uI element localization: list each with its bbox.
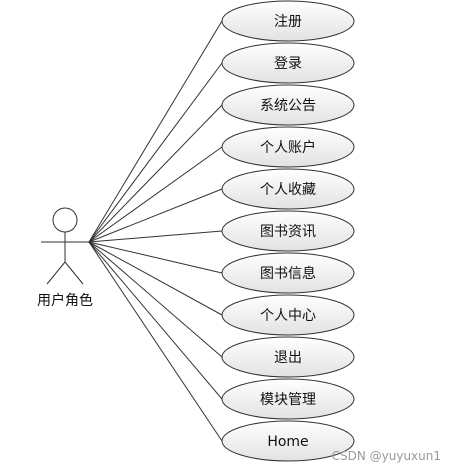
association-line xyxy=(88,146,223,243)
use-case-module-management: 模块管理 xyxy=(221,378,355,420)
use-case-system-notice: 系统公告 xyxy=(221,84,355,126)
use-case-register: 注册 xyxy=(221,0,355,42)
use-case-label: 图书资讯 xyxy=(260,224,316,240)
association-line xyxy=(88,104,223,243)
use-case-personal-favorites: 个人收藏 xyxy=(221,168,355,210)
use-case-ellipse xyxy=(221,0,355,42)
association-line xyxy=(88,241,223,400)
use-case-label: 注册 xyxy=(274,14,302,30)
use-case-ellipse xyxy=(221,294,355,336)
use-case-personal-account: 个人账户 xyxy=(221,126,355,168)
use-case-label: 模块管理 xyxy=(260,392,316,408)
actor-right-leg xyxy=(64,261,84,285)
use-case-ellipse xyxy=(221,126,355,168)
use-case-logout: 退出 xyxy=(221,336,355,378)
use-case-label: 个人中心 xyxy=(260,308,316,324)
use-case-ellipse xyxy=(221,168,355,210)
use-case-label: Home xyxy=(267,434,308,450)
association-line xyxy=(88,241,223,316)
use-case-book-info: 图书信息 xyxy=(221,252,355,294)
use-case-ellipse xyxy=(221,42,355,84)
actor-label: 用户角色 xyxy=(37,292,93,309)
use-case-ellipse xyxy=(221,420,355,462)
association-line xyxy=(88,230,223,243)
watermark: CSDN @yuyuxun1 xyxy=(331,449,441,463)
use-case-label: 图书信息 xyxy=(260,265,316,282)
use-case-ellipse xyxy=(221,84,355,126)
use-case-ellipse xyxy=(221,336,355,378)
actor: 用户角色 xyxy=(37,207,93,309)
association-line xyxy=(88,188,223,243)
association-line xyxy=(88,62,223,243)
use-case-label: 个人收藏 xyxy=(260,182,316,198)
use-case-label: 登录 xyxy=(274,56,302,72)
use-case-home: Home xyxy=(221,420,355,462)
use-case-login: 登录 xyxy=(221,42,355,84)
association-lines xyxy=(88,20,223,442)
association-line xyxy=(88,241,223,358)
association-line xyxy=(88,20,223,243)
use-case-ellipse xyxy=(221,210,355,252)
association-line xyxy=(88,241,223,274)
use-case-personal-center: 个人中心 xyxy=(221,294,355,336)
use-case-ellipse xyxy=(221,378,355,420)
use-case-ellipse xyxy=(221,252,355,294)
use-case-label: 个人账户 xyxy=(260,139,316,156)
actor-left-leg xyxy=(46,261,66,285)
use-case-label: 退出 xyxy=(274,350,302,366)
use-case-book-news: 图书资讯 xyxy=(221,210,355,252)
actor-head xyxy=(52,207,78,233)
association-line xyxy=(88,241,223,442)
use-case-label: 系统公告 xyxy=(260,98,316,114)
